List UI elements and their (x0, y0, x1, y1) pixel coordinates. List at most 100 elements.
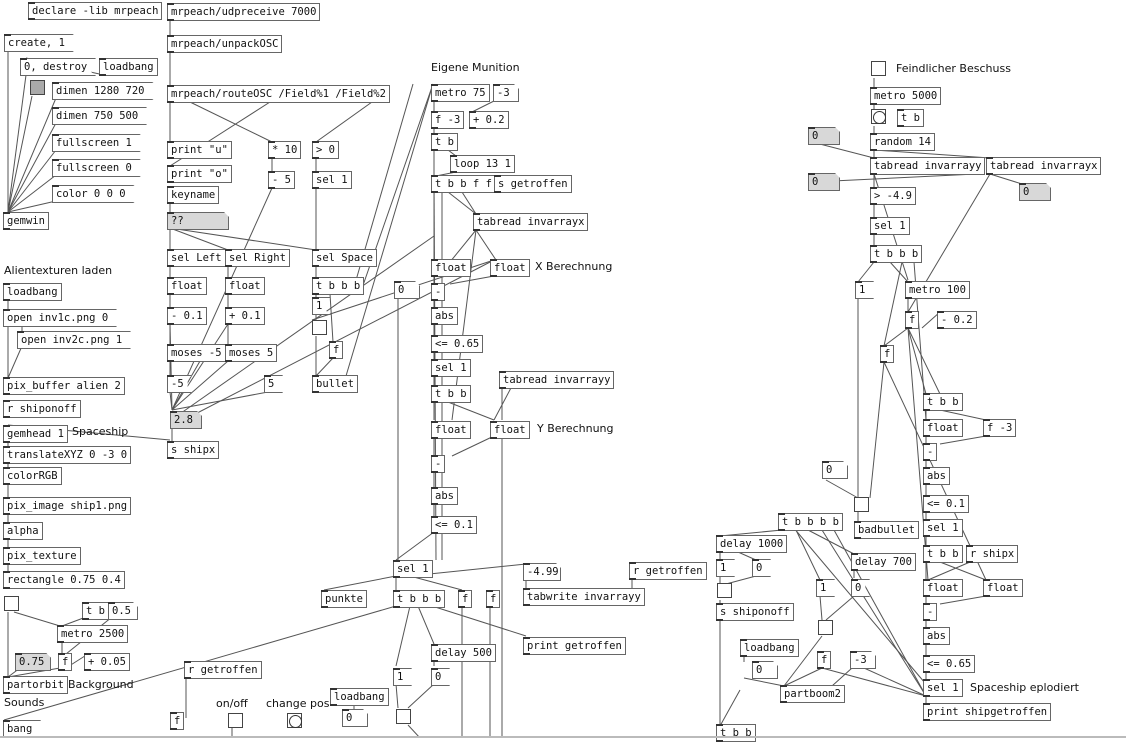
pix-buffer-object[interactable]: pix_buffer alien 2 (3, 377, 125, 395)
abs-object[interactable]: abs (431, 307, 458, 325)
print-u-object[interactable]: print "u" (167, 141, 232, 159)
trigger-bbff-object[interactable]: t b b f f (431, 175, 496, 193)
pix-image-object[interactable]: pix_image ship1.png (3, 497, 132, 515)
plus-0-2-object[interactable]: + 0.2 (469, 111, 509, 129)
pix-texture-object[interactable]: pix_texture (3, 547, 81, 565)
random-14-object[interactable]: random 14 (870, 133, 935, 151)
alpha-object[interactable]: alpha (3, 522, 43, 540)
minus-0-1-object[interactable]: - 0.1 (167, 307, 207, 325)
float-d-object[interactable]: float (490, 421, 530, 439)
neg-4-99-number[interactable]: -4.99 (523, 563, 561, 581)
greater-0-object[interactable]: > 0 (312, 141, 339, 159)
trigger-bb2-enemy[interactable]: t b b (923, 545, 963, 563)
destroy-message[interactable]: 0, destroy (20, 58, 96, 76)
f-object[interactable]: f (329, 341, 344, 359)
minus2-enemy[interactable]: - (923, 603, 938, 621)
float-a-enemy[interactable]: float (923, 419, 963, 437)
change-pos-bang[interactable] (287, 713, 302, 728)
zero-e-message[interactable]: 0 (752, 559, 771, 577)
zero-munition-number[interactable]: 0 (394, 281, 420, 299)
r-getroffen-object[interactable]: r getroffen (184, 661, 262, 679)
create-message[interactable]: create, 1 (4, 34, 74, 52)
delay-1000-object[interactable]: delay 1000 (716, 535, 788, 553)
background-toggle[interactable] (4, 596, 19, 611)
loop-object[interactable]: loop 13 1 (450, 155, 515, 173)
minus-5-object[interactable]: - 5 (268, 171, 295, 189)
partorbit-object[interactable]: partorbit (3, 676, 68, 694)
zero-c-number[interactable]: 0 (1019, 183, 1051, 201)
f-a-hit-object[interactable]: f (458, 590, 473, 608)
r-getroffen-munition-object[interactable]: r getroffen (629, 562, 707, 580)
sel-1c-enemy[interactable]: sel 1 (923, 679, 963, 697)
le-0-1-object[interactable]: <= 0.1 (431, 516, 477, 534)
metro-2500-object[interactable]: metro 2500 (57, 625, 129, 643)
gem-toggle[interactable] (30, 80, 45, 95)
number-0-5[interactable]: 0.5 (108, 602, 138, 620)
ship-x-number[interactable]: 2.8 (170, 411, 202, 429)
greater-neg4-9-object[interactable]: > -4.9 (870, 187, 916, 205)
float-c-enemy[interactable]: float (983, 579, 1023, 597)
tabwrite-invarrayy-object[interactable]: tabwrite invarrayy (523, 588, 645, 606)
gemwin-object[interactable]: gemwin (3, 212, 49, 230)
enemy-fire-toggle[interactable] (871, 61, 886, 76)
float-b-object[interactable]: float (490, 259, 530, 277)
loadbang-sound-object[interactable]: loadbang (330, 688, 389, 706)
badbullet-object[interactable]: badbullet (854, 521, 919, 539)
fullscreen-0-message[interactable]: fullscreen 0 (52, 159, 141, 177)
zero-number[interactable]: 0 (342, 709, 368, 727)
f-b-hit-object[interactable]: f (486, 590, 501, 608)
colorrgb-object[interactable]: colorRGB (3, 467, 62, 485)
trigger-bbbbb-object[interactable]: t b b b b (778, 513, 843, 531)
minus-object[interactable]: - (431, 283, 446, 301)
delay-500-object[interactable]: delay 500 (431, 644, 496, 662)
float-c-object[interactable]: float (431, 421, 471, 439)
float-left-object[interactable]: float (167, 277, 207, 295)
le-0-65-object[interactable]: <= 0.65 (431, 335, 484, 353)
trigger-bbb-hit-object[interactable]: t b b b (393, 590, 446, 608)
tabread-invarrayx-object[interactable]: tabread invarrayx (473, 213, 589, 231)
f-enemy-object[interactable]: f (905, 311, 920, 329)
sel-1-munition-object[interactable]: sel 1 (431, 359, 471, 377)
multiply-10-object[interactable]: * 10 (268, 141, 302, 159)
zero-g-number[interactable]: 0 (752, 661, 778, 679)
abs-y-object[interactable]: abs (431, 487, 458, 505)
f-neg3-object[interactable]: f -3 (431, 111, 465, 129)
float-b-enemy[interactable]: float (923, 579, 963, 597)
zero-hit-message[interactable]: 0 (431, 668, 450, 686)
float-right-object[interactable]: float (225, 277, 265, 295)
routeosc-object[interactable]: mrpeach/routeOSC /Field%1 /Field%2 (167, 85, 390, 103)
print-getroffen-object[interactable]: print getroffen (523, 637, 626, 655)
partboom-toggle[interactable] (818, 620, 833, 635)
tabread-invarrayy-object[interactable]: tabread invarrayy (499, 371, 615, 389)
moses-neg5-object[interactable]: moses -5 (167, 344, 226, 362)
trigger-bbb-enemy[interactable]: t b b b (870, 245, 923, 263)
loadbang-object[interactable]: loadbang (99, 58, 158, 76)
keyname-object[interactable]: keyname (167, 186, 220, 204)
one-hit-message[interactable]: 1 (393, 668, 412, 686)
one-b-message[interactable]: 1 (716, 559, 735, 577)
sel-left-object[interactable]: sel Left (167, 249, 226, 267)
color-message[interactable]: color 0 0 0 (52, 185, 135, 203)
minus-enemy[interactable]: - (923, 443, 938, 461)
unpackosc-object[interactable]: mrpeach/unpackOSC (167, 35, 283, 53)
badbullet-toggle[interactable] (854, 497, 869, 512)
neg3-enemy-number[interactable]: -3 (850, 651, 876, 669)
f3-enemy-object[interactable]: f (817, 651, 832, 669)
plus-0-05-object[interactable]: + 0.05 (84, 653, 130, 671)
dimen-750-message[interactable]: dimen 750 500 (52, 107, 147, 125)
one-c-message[interactable]: 1 (816, 579, 835, 597)
le-0-1-enemy[interactable]: <= 0.1 (923, 495, 969, 513)
metro-100-object[interactable]: metro 100 (905, 281, 970, 299)
print-o-object[interactable]: print "o" (167, 165, 232, 183)
bullet-toggle[interactable] (312, 320, 327, 335)
s-shipx-object[interactable]: s shipx (167, 441, 220, 459)
s-getroffen-object[interactable]: s getroffen (494, 175, 572, 193)
metro-75-object[interactable]: metro 75 (431, 84, 490, 102)
sel-1-enemy-object[interactable]: sel 1 (870, 217, 910, 235)
print-shipgetroffen-object[interactable]: print shipgetroffen (923, 703, 1052, 721)
delay-700-object[interactable]: delay 700 (851, 553, 916, 571)
f-sound-object[interactable]: f (170, 712, 185, 730)
number-0-75[interactable]: 0.75 (15, 653, 51, 671)
hit-toggle[interactable] (396, 709, 411, 724)
trigger-bang-munition[interactable]: t b (431, 133, 458, 151)
